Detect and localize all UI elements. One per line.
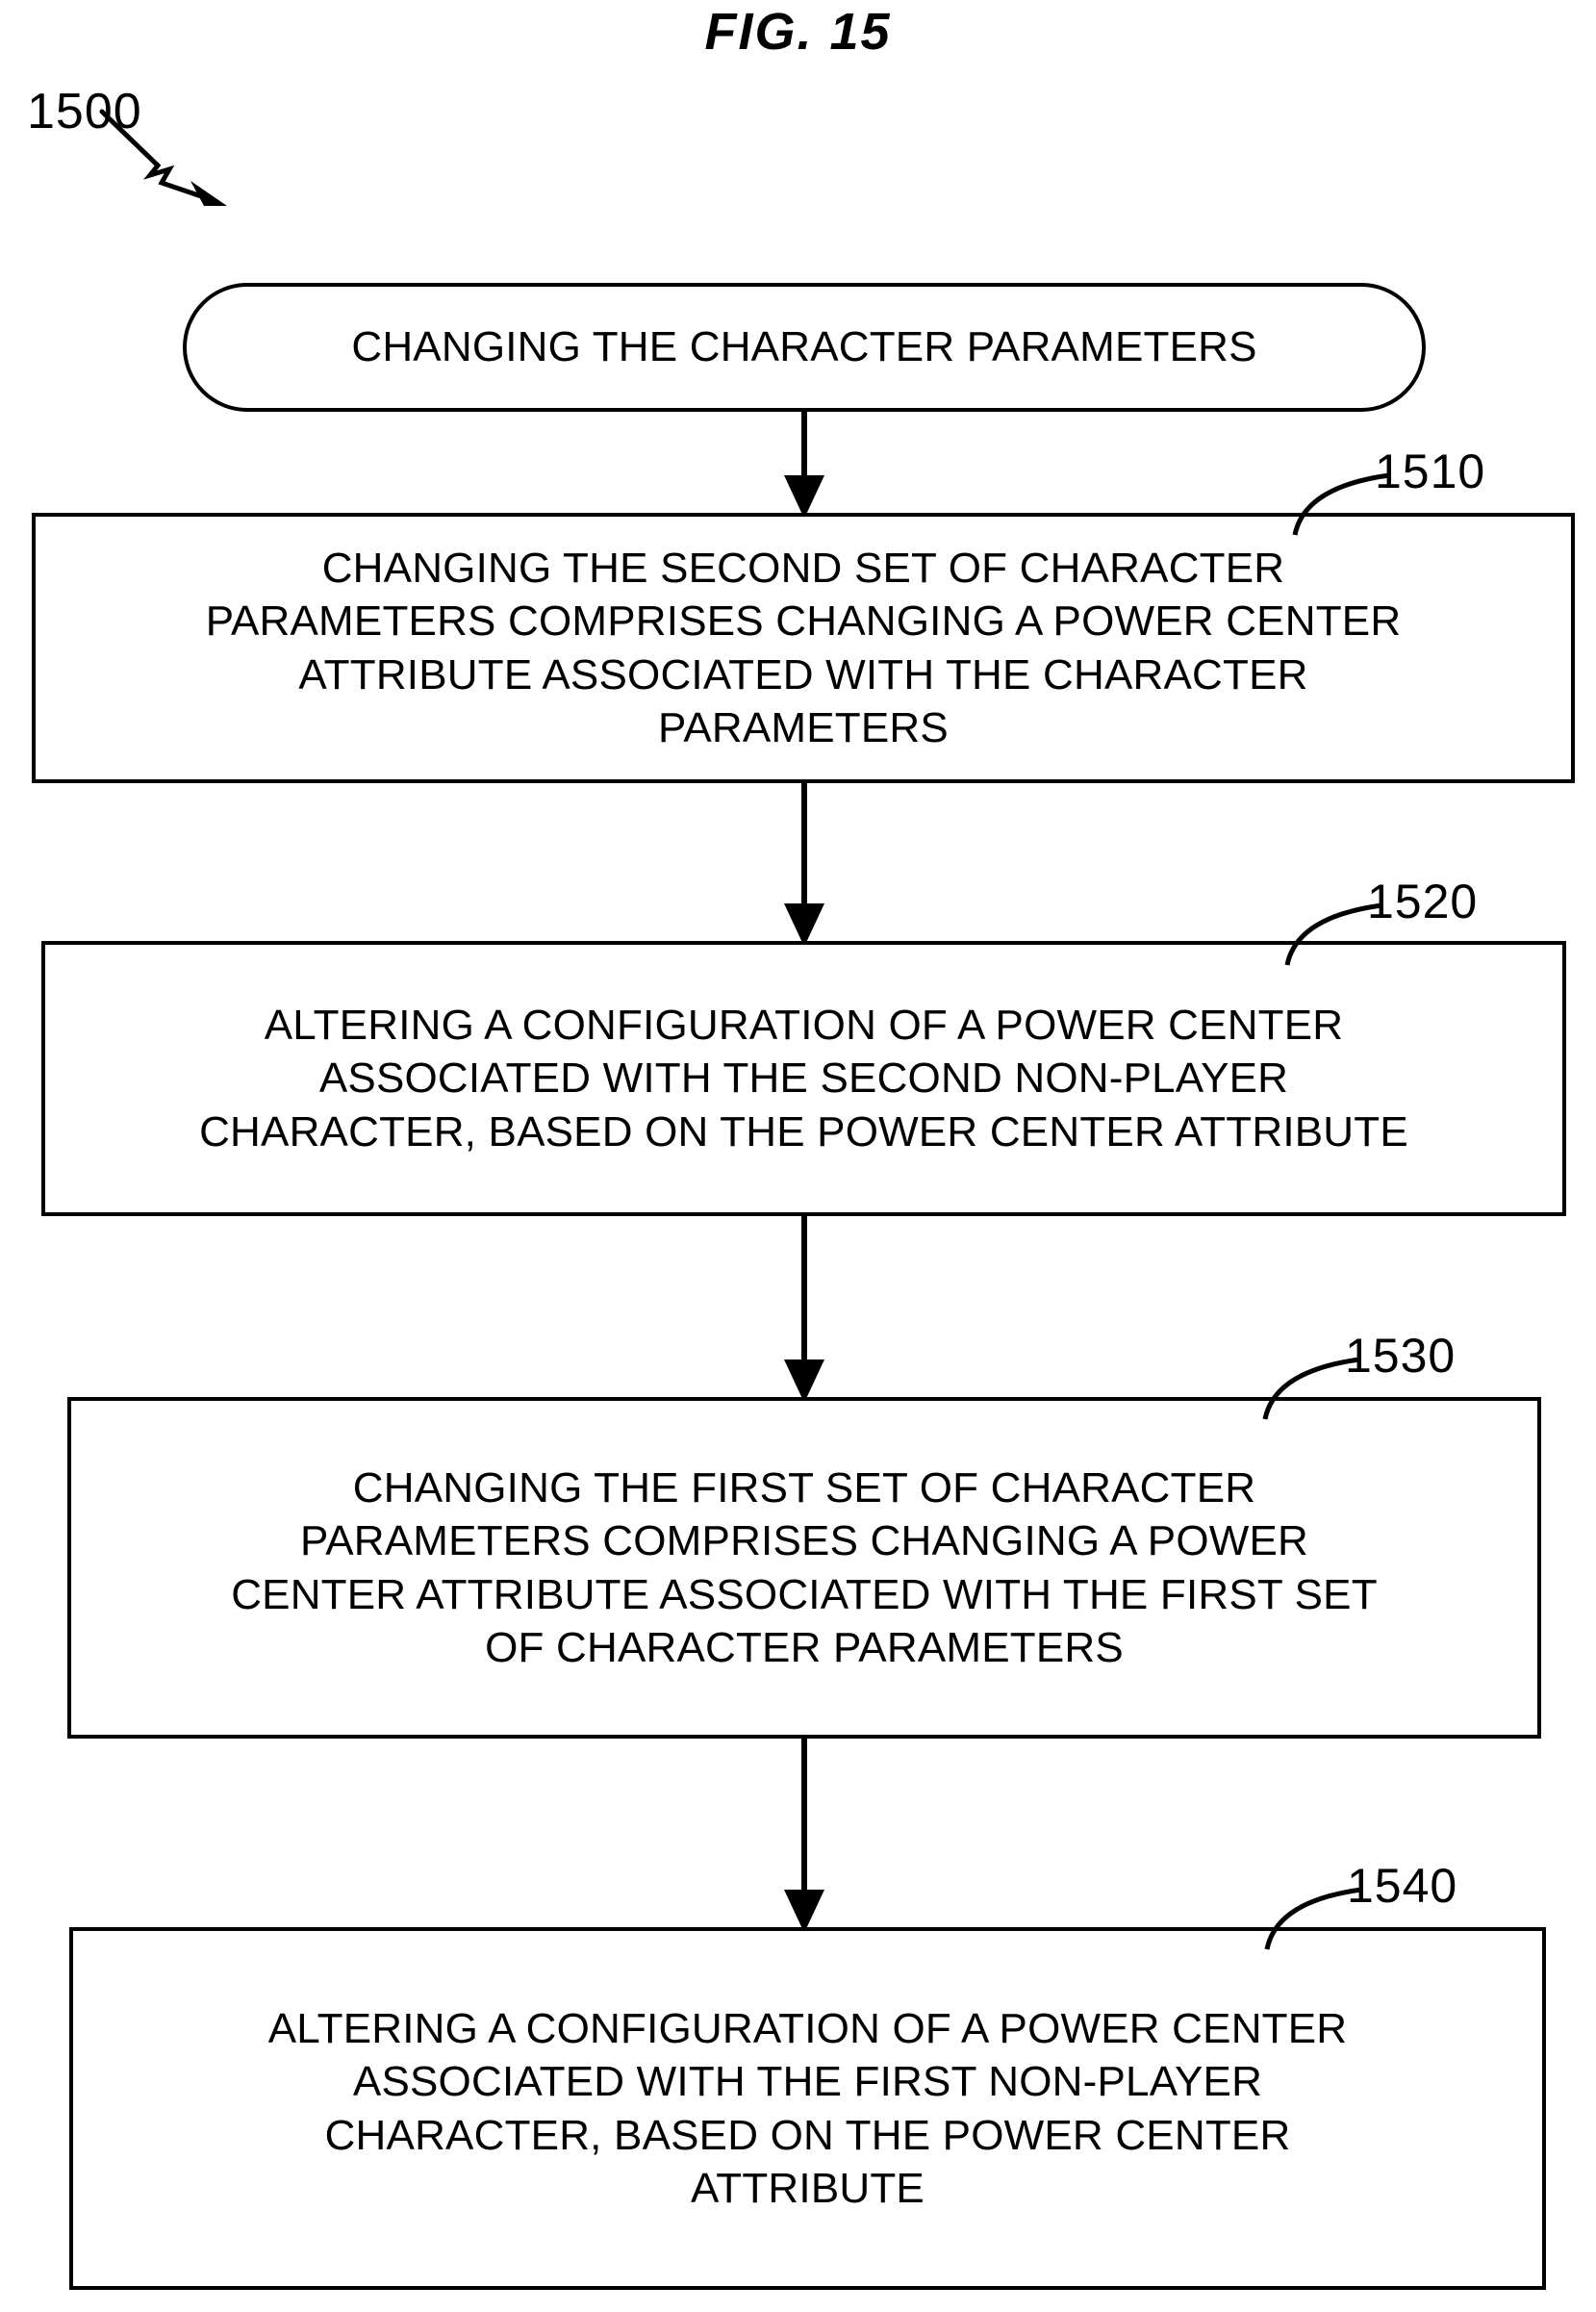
flow-node-1540-label: ALTERING A CONFIGURATION OF A POWER CENT…: [267, 2004, 1348, 2212]
flow-node-1530: CHANGING THE FIRST SET OF CHARACTER PARA…: [67, 1397, 1541, 1739]
flow-node-1510: CHANGING THE SECOND SET OF CHARACTER PAR…: [32, 513, 1575, 783]
connector-1530-to-1540: [779, 1735, 829, 1933]
flow-node-1510-label: CHANGING THE SECOND SET OF CHARACTER PAR…: [205, 544, 1402, 751]
flow-node-1540: ALTERING A CONFIGURATION OF A POWER CENT…: [69, 1927, 1546, 2290]
connector-1510-to-1520: [779, 779, 829, 947]
callout-1510-leader-line: [1292, 472, 1390, 536]
flow-node-start: CHANGING THE CHARACTER PARAMETERS: [183, 283, 1426, 412]
callout-1540: 1540: [1347, 1859, 1458, 1913]
connector-1520-to-1530: [779, 1212, 829, 1403]
flow-node-start-label: CHANGING THE CHARACTER PARAMETERS: [351, 323, 1257, 371]
flow-node-1520-label: ALTERING A CONFIGURATION OF A POWER CENT…: [199, 1001, 1408, 1156]
callout-1510: 1510: [1375, 445, 1486, 498]
callout-1530: 1530: [1345, 1329, 1457, 1383]
flow-node-1530-label: CHANGING THE FIRST SET OF CHARACTER PARA…: [231, 1463, 1378, 1671]
callout-1520: 1520: [1367, 875, 1479, 928]
callout-1530-leader-line: [1262, 1357, 1360, 1420]
figure-title: FIG. 15: [704, 3, 892, 61]
callout-1520-leader-line: [1284, 902, 1382, 966]
callout-1540-leader-line: [1264, 1887, 1362, 1950]
connector-start-to-1510: [779, 408, 829, 519]
flow-node-1520: ALTERING A CONFIGURATION OF A POWER CENT…: [41, 941, 1566, 1216]
figure-reference-leader-arrow: [99, 109, 227, 206]
